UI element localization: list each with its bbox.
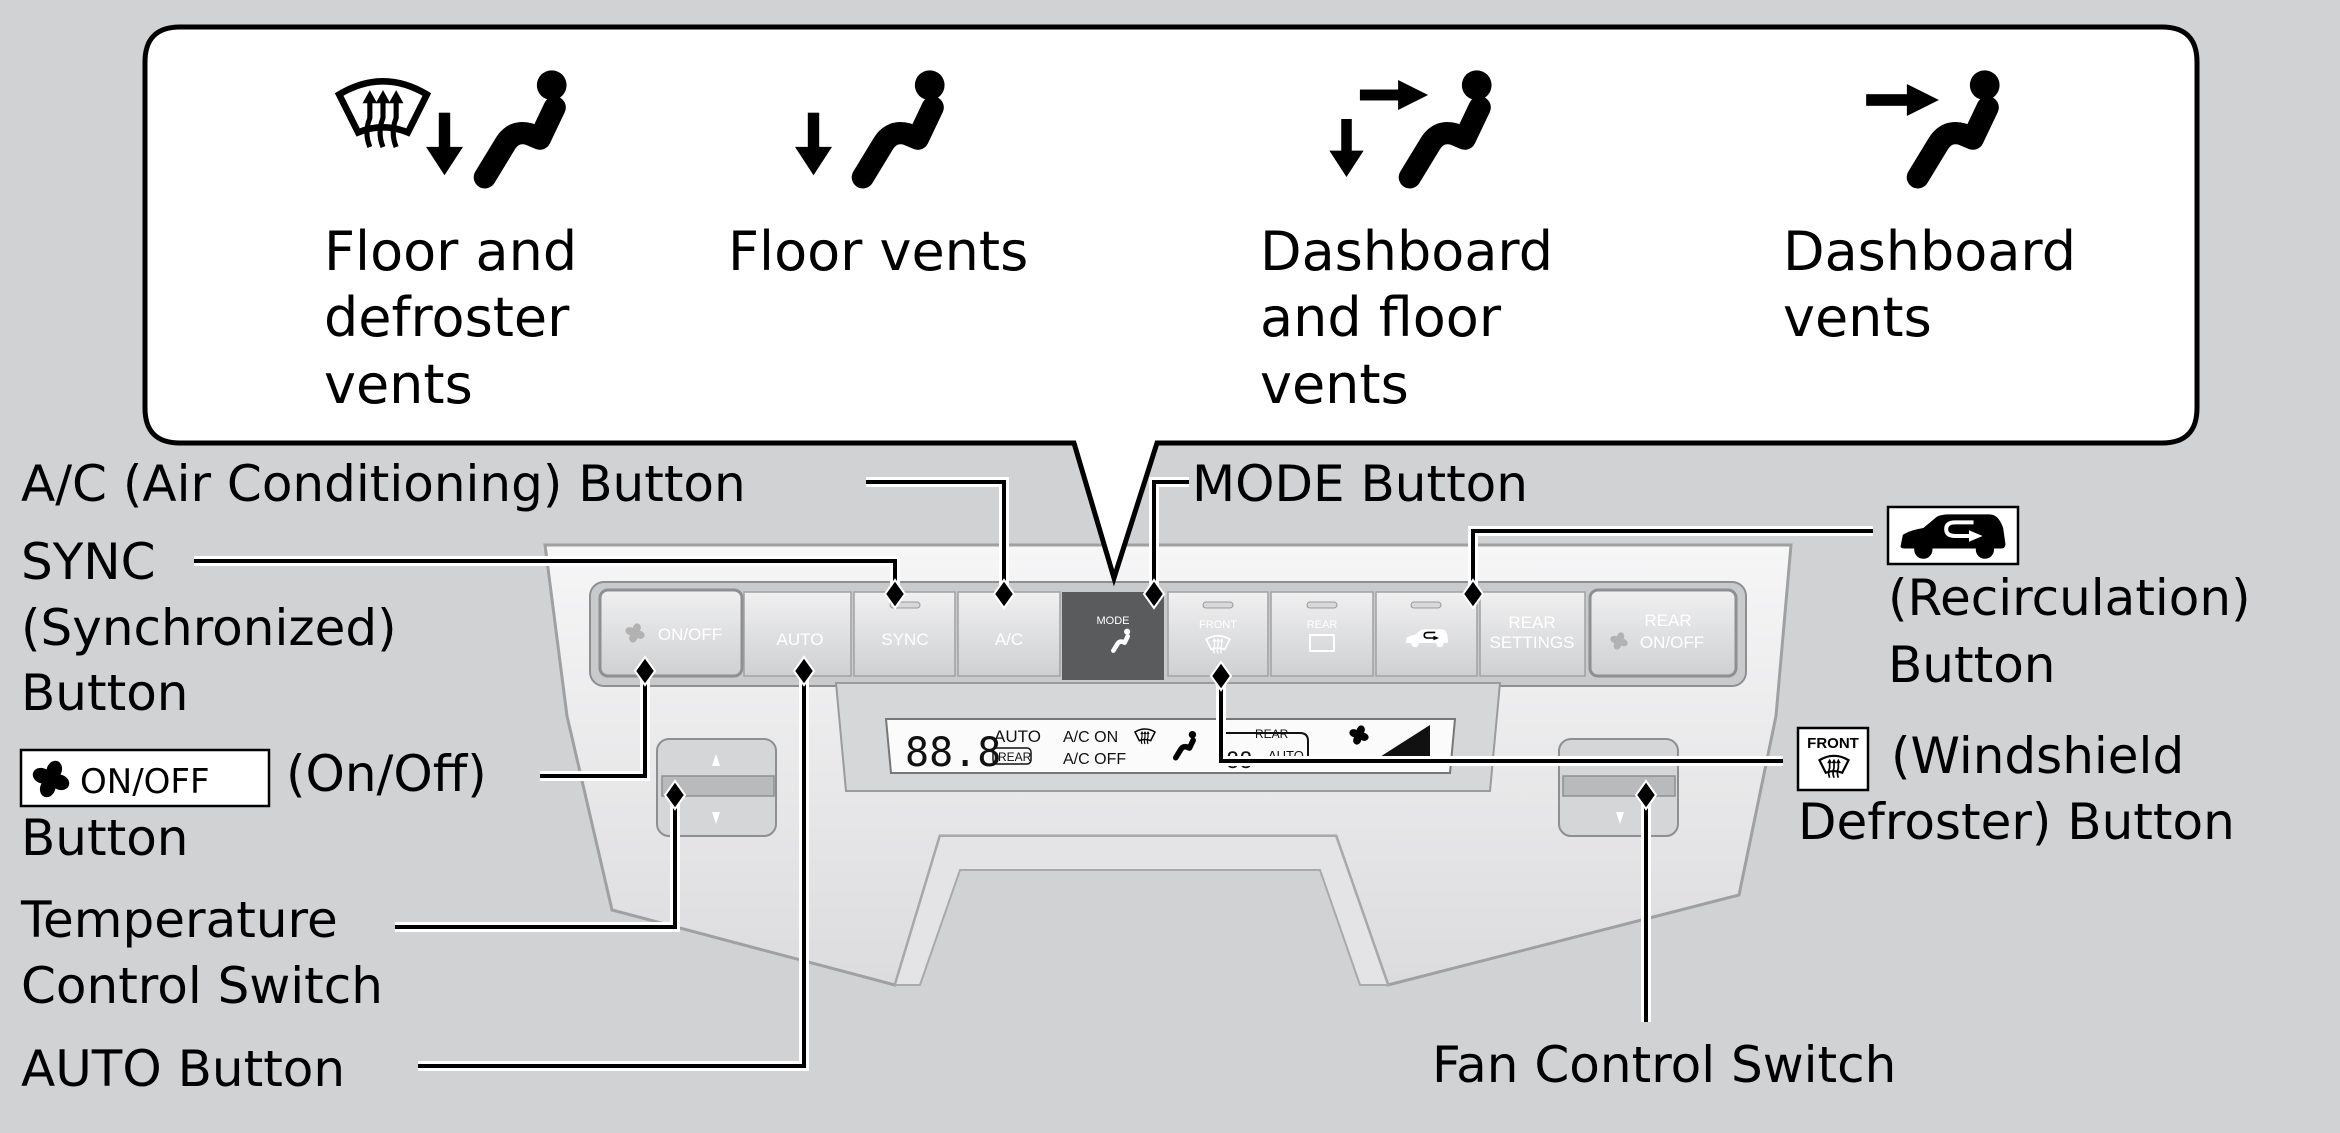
ac-button-label: A/C (Air Conditioning) Button — [21, 455, 746, 513]
recirculation-button[interactable] — [1375, 591, 1478, 677]
lcd-ac-on: A/C ON — [1063, 729, 1118, 746]
mode-dashboard-floor: Dashboard and floor vents — [1260, 70, 1553, 416]
on-off-label: (On/Off) — [286, 745, 487, 803]
recirculation-label: (Recirculation) — [1888, 569, 2251, 627]
on-off-box-text: ON/OFF — [80, 762, 210, 802]
mode-label-line: defroster — [324, 286, 570, 349]
mode-label-line: and floor — [1260, 286, 1502, 349]
fan-control-label: Fan Control Switch — [1432, 1036, 1896, 1094]
rear-button-label: REAR — [1307, 619, 1338, 631]
sync-label: Button — [21, 664, 188, 722]
leader-lines — [194, 477, 1873, 1071]
mode-label: MODE Button — [1192, 455, 1528, 513]
rear-settings-label-2: SETTINGS — [1489, 633, 1574, 652]
mode-label-line: Dashboard — [1783, 220, 2076, 283]
lcd-auto: AUTO — [994, 727, 1041, 746]
rear-defrost-button[interactable]: REAR — [1270, 591, 1374, 677]
lcd-fan-level-bars — [1372, 725, 1430, 762]
sync-label: SYNC — [21, 533, 156, 591]
on-off-symbol-box: ON/OFF — [19, 748, 271, 808]
windshield-defroster-label: Defroster) Button — [1798, 793, 2235, 851]
ac-button-label: A/C — [995, 630, 1023, 649]
rear-settings-button[interactable]: REAR SETTINGS — [1479, 591, 1586, 677]
auto-button-label: AUTO — [777, 630, 824, 649]
front-box-text: FRONT — [1807, 735, 1859, 752]
recirculation-symbol-box — [1886, 505, 2020, 566]
front-button-label: FRONT — [1199, 619, 1237, 631]
temperature-label: Temperature — [20, 891, 338, 949]
lcd-temperature: 88.8 — [905, 730, 1001, 776]
auto-button[interactable]: AUTO — [743, 591, 852, 677]
mode-label-line: Floor vents — [728, 220, 1028, 283]
lcd-rear-badge: REAR — [998, 750, 1032, 764]
mode-callout: Floor and defroster vents Floor vents Da… — [142, 24, 2200, 587]
mode-button[interactable]: MODE — [1062, 592, 1164, 680]
mode-label-line: vents — [1260, 353, 1409, 416]
lcd-display: 88.8 AUTO REAR A/C ON A/C OFF REAR 88 AU… — [884, 718, 1457, 776]
sync-label: (Synchronized) — [21, 599, 397, 657]
rear-on-off-button[interactable]: REAR ON/OFF — [1588, 588, 1738, 678]
on-off-button-label: ON/OFF — [658, 625, 722, 644]
lcd-ac-off: A/C OFF — [1063, 751, 1126, 768]
fan-control-switch[interactable] — [1558, 738, 1679, 837]
mode-label-line: Dashboard — [1260, 220, 1553, 283]
on-off-label: Button — [21, 809, 188, 867]
rear-on-off-label-2: ON/OFF — [1640, 633, 1704, 652]
mode-label-line: vents — [1783, 286, 1932, 349]
temperature-label: Control Switch — [21, 957, 383, 1015]
climate-control-panel: ON/OFF AUTO SYNC A/C MODE FRONT — [543, 543, 1793, 987]
rear-on-off-label-1: REAR — [1644, 611, 1691, 630]
mode-floor: Floor vents — [728, 70, 1028, 283]
fan-on-off-button[interactable]: ON/OFF — [598, 588, 744, 678]
auto-label: AUTO Button — [21, 1040, 345, 1098]
mode-dashboard: Dashboard vents — [1783, 70, 2076, 349]
mode-label-line: Floor and — [324, 220, 577, 283]
windshield-defroster-label: (Windshield — [1891, 727, 2184, 785]
recirculation-label: Button — [1888, 636, 2055, 694]
mode-floor-defroster: Floor and defroster vents — [324, 70, 577, 416]
sync-button[interactable]: SYNC — [853, 591, 956, 677]
rear-settings-label-1: REAR — [1508, 613, 1555, 632]
lcd-rear-group: REAR — [1255, 727, 1289, 741]
front-defrost-button[interactable]: FRONT — [1167, 591, 1269, 677]
temperature-control-switch[interactable] — [656, 738, 777, 837]
rear-defrost-icon — [1309, 634, 1335, 652]
front-defroster-symbol-box: FRONT — [1796, 726, 1870, 792]
mode-label-line: vents — [324, 353, 473, 416]
mode-button-label: MODE — [1097, 615, 1130, 627]
sync-button-label: SYNC — [881, 630, 928, 649]
ac-button[interactable]: A/C — [957, 591, 1061, 677]
